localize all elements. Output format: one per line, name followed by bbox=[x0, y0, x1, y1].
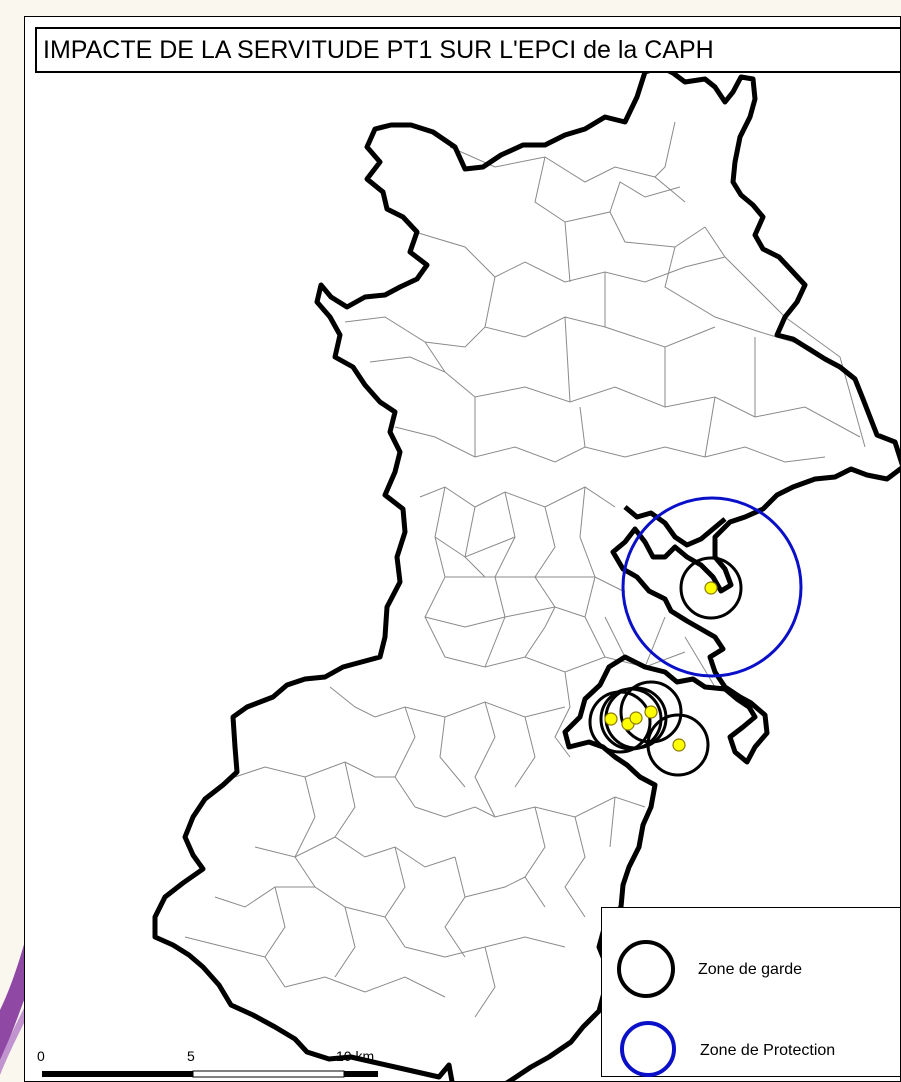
commune-boundary bbox=[439, 716, 466, 788]
commune-boundary bbox=[579, 486, 606, 658]
commune-boundary bbox=[484, 276, 496, 328]
commune-boundary bbox=[414, 796, 646, 818]
commune-boundary bbox=[424, 341, 446, 373]
commune-boundary bbox=[579, 406, 586, 448]
commune-boundary bbox=[414, 231, 726, 283]
site-point[interactable] bbox=[644, 705, 658, 719]
commune-boundary bbox=[329, 686, 566, 718]
legend: Zone de garde Zone de Protection bbox=[601, 907, 900, 1077]
commune-boundary bbox=[564, 316, 571, 403]
commune-boundary bbox=[644, 616, 666, 668]
commune-boundary bbox=[394, 426, 826, 463]
commune-boundary bbox=[444, 856, 466, 958]
commune-boundary bbox=[564, 816, 586, 918]
scale-label-0: 0 bbox=[37, 1048, 45, 1064]
site-point[interactable] bbox=[704, 581, 718, 595]
legend-label-zone-de-garde: Zone de garde bbox=[698, 961, 803, 978]
epci-boundary-east bbox=[623, 505, 727, 548]
legend-protection-zone-icon bbox=[620, 1021, 676, 1077]
commune-boundary bbox=[534, 156, 706, 248]
commune-boundary bbox=[394, 706, 416, 808]
commune-boundary bbox=[474, 701, 496, 818]
scale-bar-segment-dark bbox=[344, 1071, 378, 1077]
commune-boundary bbox=[334, 761, 356, 838]
commune-boundary bbox=[474, 946, 496, 1018]
commune-boundary bbox=[384, 846, 406, 948]
legend-symbols bbox=[617, 940, 676, 1077]
commune-boundary bbox=[184, 936, 266, 958]
commune-boundary bbox=[334, 906, 356, 978]
commune-boundary bbox=[609, 181, 681, 213]
scale-bar bbox=[42, 1070, 378, 1078]
commune-boundary bbox=[284, 976, 446, 998]
site-point[interactable] bbox=[604, 712, 618, 726]
commune-boundary bbox=[704, 396, 716, 458]
commune-boundary bbox=[524, 806, 546, 908]
commune-boundary bbox=[724, 256, 866, 448]
commune-boundary bbox=[254, 836, 456, 868]
map-frame: IMPACTE DE LA SERVITUDE PT1 SUR L'EPCI d… bbox=[24, 16, 901, 1082]
commune-boundary bbox=[464, 876, 526, 898]
commune-boundaries bbox=[184, 121, 866, 1018]
legend-label-zone-de-protection: Zone de Protection bbox=[700, 1042, 836, 1059]
site-point[interactable] bbox=[672, 738, 686, 752]
commune-boundary bbox=[684, 636, 716, 688]
commune-boundary bbox=[609, 796, 616, 848]
commune-boundary bbox=[449, 146, 686, 203]
commune-boundary bbox=[604, 272, 716, 348]
guard-zone[interactable] bbox=[619, 680, 683, 744]
commune-boundary bbox=[214, 886, 386, 918]
scale-bar-segment-dark bbox=[42, 1071, 193, 1077]
map-canvas[interactable] bbox=[25, 17, 901, 1082]
scale-bar-segment-light bbox=[192, 1070, 345, 1078]
commune-boundary bbox=[464, 506, 486, 578]
guard-zone[interactable] bbox=[646, 713, 710, 777]
map-title: IMPACTE DE LA SERVITUDE PT1 SUR L'EPCI d… bbox=[43, 36, 714, 64]
commune-boundary bbox=[524, 606, 556, 658]
legend-guard-zone-icon bbox=[617, 940, 675, 998]
commune-boundary bbox=[234, 761, 395, 778]
commune-boundary bbox=[424, 486, 446, 658]
commune-boundary bbox=[445, 576, 626, 593]
commune-boundary bbox=[554, 671, 571, 758]
scale-label-10km: 10 km bbox=[336, 1048, 375, 1064]
scale-label-5: 5 bbox=[187, 1048, 195, 1064]
epci-boundary bbox=[152, 64, 900, 1081]
site-point[interactable] bbox=[629, 711, 643, 725]
protection-zone[interactable] bbox=[621, 496, 803, 678]
commune-boundary bbox=[369, 356, 861, 438]
map-title-box: IMPACTE DE LA SERVITUDE PT1 SUR L'EPCI d… bbox=[35, 27, 900, 73]
commune-boundary bbox=[294, 776, 316, 888]
commune-boundary bbox=[424, 606, 586, 628]
commune-boundary bbox=[344, 316, 606, 348]
guard-zone[interactable] bbox=[679, 556, 743, 620]
commune-boundary bbox=[514, 716, 536, 788]
commune-boundary bbox=[484, 491, 516, 668]
commune-boundary bbox=[654, 121, 676, 178]
commune-boundary bbox=[264, 886, 286, 988]
site-points bbox=[604, 581, 718, 752]
commune-boundary bbox=[434, 536, 516, 558]
commune-boundary bbox=[564, 221, 571, 283]
commune-boundary bbox=[704, 226, 726, 258]
commune-boundary bbox=[419, 486, 616, 508]
commune-boundary bbox=[534, 506, 556, 608]
